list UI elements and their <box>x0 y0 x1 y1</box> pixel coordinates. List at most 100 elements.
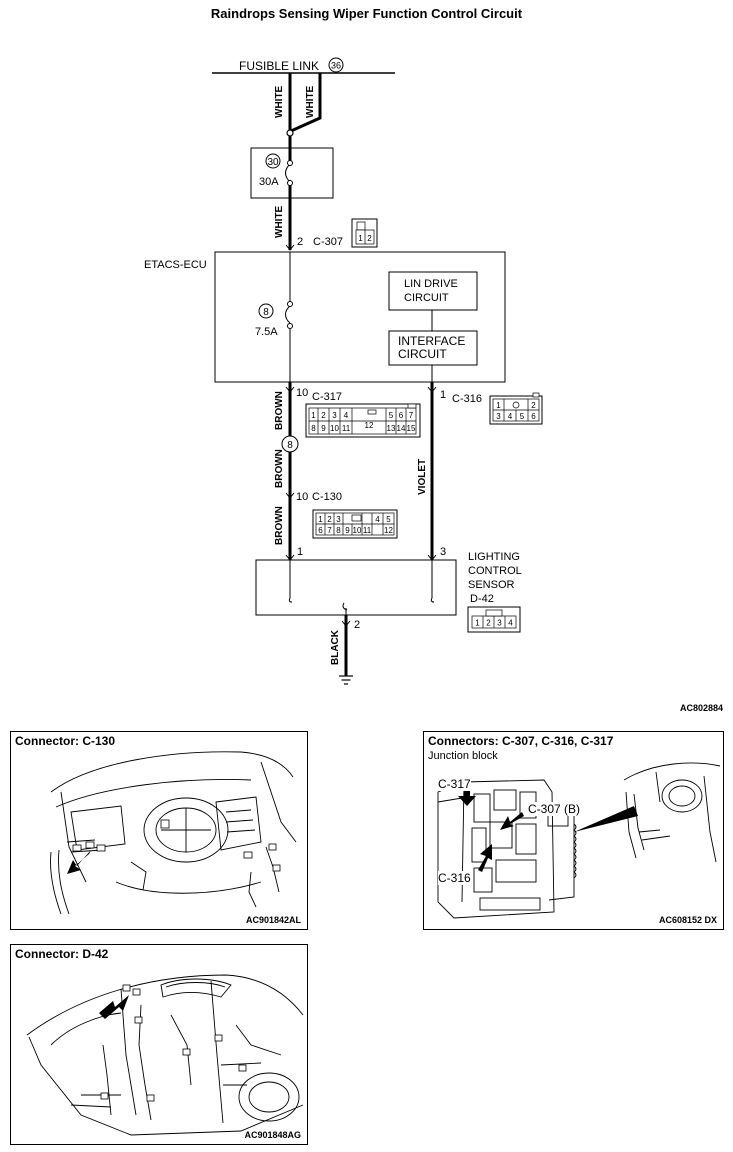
panel-code-c130: AC901842AL <box>245 915 301 925</box>
wiring-diagram: FUSIBLE LINK 36 WHITE WHITE 30 30A WHITE… <box>144 57 543 685</box>
wire-white-c: WHITE <box>274 205 285 238</box>
c130-name: C-130 <box>312 491 342 503</box>
c130-cell-11: 11 <box>363 526 372 535</box>
ground-icon <box>339 675 353 685</box>
c307-pin: 2 <box>297 236 303 248</box>
diagram-code: AC802884 <box>679 703 723 713</box>
d42-cell-2: 2 <box>486 619 491 628</box>
wire-black: BLACK <box>330 629 341 665</box>
c317-cell-5: 5 <box>389 411 394 420</box>
c317-cell-7: 7 <box>409 411 414 420</box>
c316-cell-1: 1 <box>496 401 501 410</box>
d42-connector-icon: 1 2 3 4 <box>467 606 521 633</box>
c317-cell-4: 4 <box>344 411 349 420</box>
c307-cell-2: 2 <box>367 234 372 243</box>
wire-brown-b: BROWN <box>274 449 285 488</box>
c130-cell-8: 8 <box>336 526 341 535</box>
lin-drive-line-2: CIRCUIT <box>404 292 449 304</box>
c130-cell-12: 12 <box>384 526 393 535</box>
c317-cell-13: 13 <box>387 424 396 433</box>
c130-cell-5: 5 <box>386 515 391 524</box>
fusible-link-label: FUSIBLE LINK <box>239 59 319 73</box>
d42-cell-3: 3 <box>497 619 502 628</box>
sensor-connector-name: D-42 <box>470 593 494 605</box>
c317-cell-12: 12 <box>365 421 374 430</box>
c130-cell-1: 1 <box>318 515 323 524</box>
c130-cell-6: 6 <box>318 526 323 535</box>
panel-connector-c130: Connector: C-130 AC901842AL <box>10 731 308 930</box>
c130-cell-9: 9 <box>345 526 350 535</box>
c317-cell-15: 15 <box>407 424 416 433</box>
panel-subtitle-junction: Junction block <box>428 750 498 762</box>
panel-code-d42: AC901848AG <box>244 1130 301 1140</box>
c317-cell-9: 9 <box>321 424 326 433</box>
pointer-wedge-icon <box>574 806 638 832</box>
c130-cell-4: 4 <box>375 515 380 524</box>
c317-pin: 10 <box>296 387 308 399</box>
wire-white-b: WHITE <box>305 85 316 118</box>
c317-name: C-317 <box>312 391 342 403</box>
arrow-c317-icon <box>458 780 476 806</box>
c317-cell-11: 11 <box>342 424 351 433</box>
arrow-icon <box>99 995 129 1019</box>
etacs-ecu-label: ETACS-ECU <box>144 259 207 271</box>
panel-code-junction: AC608152 DX <box>658 915 717 925</box>
c130-pin: 10 <box>296 491 308 503</box>
c130-connector-icon: 1 2 3 4 5 6 7 8 9 10 11 12 <box>312 509 398 539</box>
panel-title-d42: Connector: D-42 <box>15 947 109 961</box>
fuse-8-rating: 7.5A <box>255 326 278 338</box>
panel-junction-block: Connectors: C-307, C-316, C-317 Junction… <box>423 731 724 930</box>
panel-title-junction: Connectors: C-307, C-316, C-317 <box>428 734 614 748</box>
lin-drive-line-1: LIN DRIVE <box>404 278 458 290</box>
vehicle-body-illustration <box>26 974 304 1136</box>
arrow-c316-icon <box>478 844 492 872</box>
c130-cell-7: 7 <box>327 526 332 535</box>
arrow-c307-icon <box>500 812 524 830</box>
label-c307-b: C-307 (B) <box>528 802 581 816</box>
d42-pin-3: 3 <box>440 546 446 558</box>
d42-cell-4: 4 <box>508 619 513 628</box>
label-c316: C-316 <box>438 871 471 885</box>
d42-pin-2: 2 <box>354 619 360 631</box>
c317-cell-3: 3 <box>332 411 337 420</box>
c316-pin: 1 <box>440 389 446 401</box>
fuse-30-rating: 30A <box>259 176 279 188</box>
c317-connector-icon: 1 2 3 4 5 6 7 8 9 10 11 12 13 14 15 <box>305 403 421 438</box>
c317-cell-10: 10 <box>330 424 339 433</box>
dashboard-illustration <box>50 751 297 915</box>
wire-violet: VIOLET <box>417 459 428 495</box>
fuse-8-number: 8 <box>263 307 269 318</box>
d42-pin-1: 1 <box>297 546 303 558</box>
panel-connector-d42: Connector: D-42 AC901848AG <box>10 944 308 1145</box>
sensor-label-3: SENSOR <box>468 579 515 591</box>
arrow-icon <box>67 850 91 874</box>
c316-connector-icon: 1 2 3 4 5 6 <box>489 392 543 425</box>
c317-cell-14: 14 <box>397 424 406 433</box>
junction-8-number: 8 <box>287 440 293 451</box>
d42-cell-1: 1 <box>475 619 480 628</box>
page-title: Raindrops Sensing Wiper Function Control… <box>210 6 523 21</box>
c316-name: C-316 <box>452 393 482 405</box>
c317-cell-2: 2 <box>321 411 326 420</box>
panel-title-c130: Connector: C-130 <box>15 734 116 748</box>
c317-cell-6: 6 <box>399 411 404 420</box>
wire-white-a: WHITE <box>274 85 285 118</box>
c316-cell-6: 6 <box>531 412 536 421</box>
c316-cell-3: 3 <box>496 412 501 421</box>
interface-line-2: CIRCUIT <box>398 347 447 361</box>
fusible-link-number: 36 <box>331 61 341 71</box>
wire-brown-c: BROWN <box>274 506 285 545</box>
sensor-label-2: CONTROL <box>468 565 522 577</box>
c316-cell-4: 4 <box>508 412 513 421</box>
c307-name: C-307 <box>313 236 343 248</box>
sensor-label-1: LIGHTING <box>468 551 520 563</box>
fuse-30-number: 30 <box>267 157 279 168</box>
c317-cell-8: 8 <box>311 424 316 433</box>
interface-line-1: INTERFACE <box>398 334 465 348</box>
c317-cell-1: 1 <box>311 411 316 420</box>
c316-cell-5: 5 <box>520 412 525 421</box>
c316-cell-2: 2 <box>531 401 536 410</box>
label-c317: C-317 <box>438 777 471 791</box>
c307-connector-icon: 1 2 <box>351 218 378 248</box>
c130-cell-3: 3 <box>336 515 341 524</box>
